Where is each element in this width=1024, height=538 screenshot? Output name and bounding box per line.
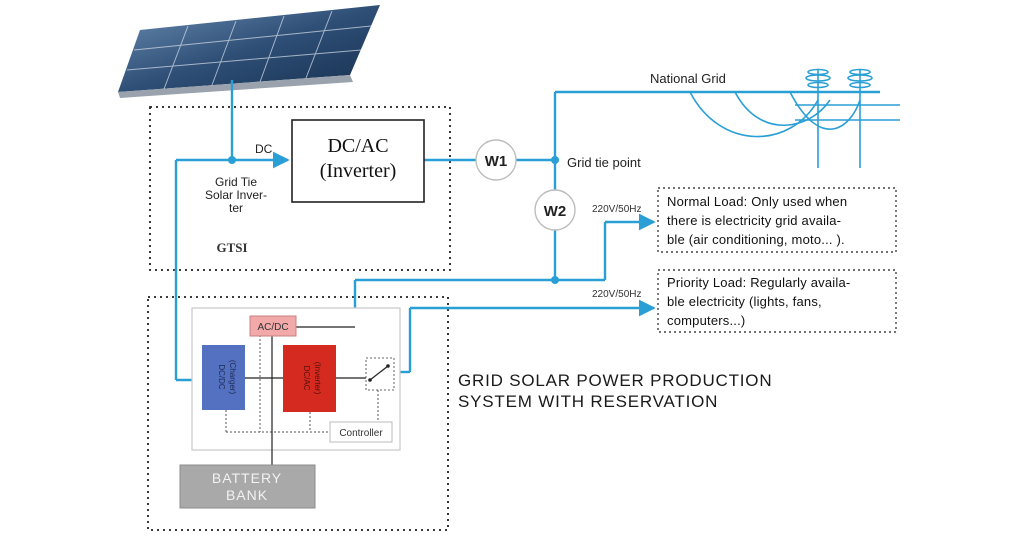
inverter-label-line1: DC/AC <box>327 135 388 157</box>
priority-load-note: Priority Load: Regularly availa- ble ele… <box>667 273 850 330</box>
system-title-line1: GRID SOLAR POWER PRODUCTION <box>458 371 773 390</box>
normal-load-line2: there is electricity grid availa- <box>667 213 842 228</box>
priority-load-line2: ble electricity (lights, fans, <box>667 294 822 309</box>
solar-panel-icon <box>118 5 380 98</box>
gtsi-desc-line2: Solar Inver- <box>205 188 267 202</box>
gtsi-enclosure <box>149 106 451 271</box>
normal-load-line1: Normal Load: Only used when <box>667 194 848 209</box>
dcdc-charger-label-line1: DC/DC <box>217 364 226 390</box>
gtsi-desc-line3: ter <box>229 201 243 215</box>
acdc-block <box>249 315 297 337</box>
voltage-normal-label: 220V/50Hz <box>592 204 641 215</box>
voltage-priority-label: 220V/50Hz <box>592 289 641 300</box>
dc-label: DC <box>255 142 273 156</box>
dcdc-charger-label-line2: (Charger) <box>228 360 237 395</box>
junction-dots <box>228 156 559 284</box>
controller-block <box>329 421 393 443</box>
normal-load-note: Normal Load: Only used when there is ele… <box>667 192 847 249</box>
wiring <box>174 80 880 382</box>
grid-tie-point-label: Grid tie point <box>567 155 641 170</box>
priority-load-line3: computers...) <box>667 313 746 328</box>
meter-w2 <box>534 189 576 231</box>
meter-w2-label: W2 <box>544 203 567 220</box>
national-grid-label: National Grid <box>650 71 726 86</box>
gtsi-desc-line1: Grid Tie <box>215 175 257 189</box>
meter-w1 <box>475 139 517 181</box>
battery-label-line1: BATTERY <box>212 470 282 486</box>
meter-w1-label: W1 <box>485 153 508 170</box>
acdc-label: AC/DC <box>257 322 288 333</box>
system-title: GRID SOLAR POWER PRODUCTION SYSTEM WITH … <box>458 370 772 412</box>
inverter-label-line2: (Inverter) <box>320 160 397 182</box>
dcac-inverter-label-line1: DC/AC <box>302 366 311 391</box>
normal-load-line3: ble (air conditioning, moto... ). <box>667 232 845 247</box>
gtsi-label: GTSI <box>216 240 247 255</box>
priority-load-box <box>657 269 897 333</box>
reserve-enclosure <box>147 296 449 531</box>
inverter-box <box>291 119 425 203</box>
system-title-line2: SYSTEM WITH RESERVATION <box>458 392 719 411</box>
battery-label-line2: BANK <box>226 487 268 503</box>
control-lines <box>225 335 379 433</box>
dcac-inverter-label-line2: (Inverter) <box>313 362 322 395</box>
dcdc-charger-block <box>202 345 245 410</box>
battery-bank <box>179 464 316 509</box>
dcac-inverter-block <box>283 345 336 412</box>
normal-load-box <box>657 187 897 253</box>
internal-wiring <box>245 326 366 470</box>
controller-label: Controller <box>339 428 383 439</box>
power-pylon-icon <box>689 68 900 168</box>
priority-load-line1: Priority Load: Regularly availa- <box>667 275 851 290</box>
transfer-switch <box>365 357 395 391</box>
